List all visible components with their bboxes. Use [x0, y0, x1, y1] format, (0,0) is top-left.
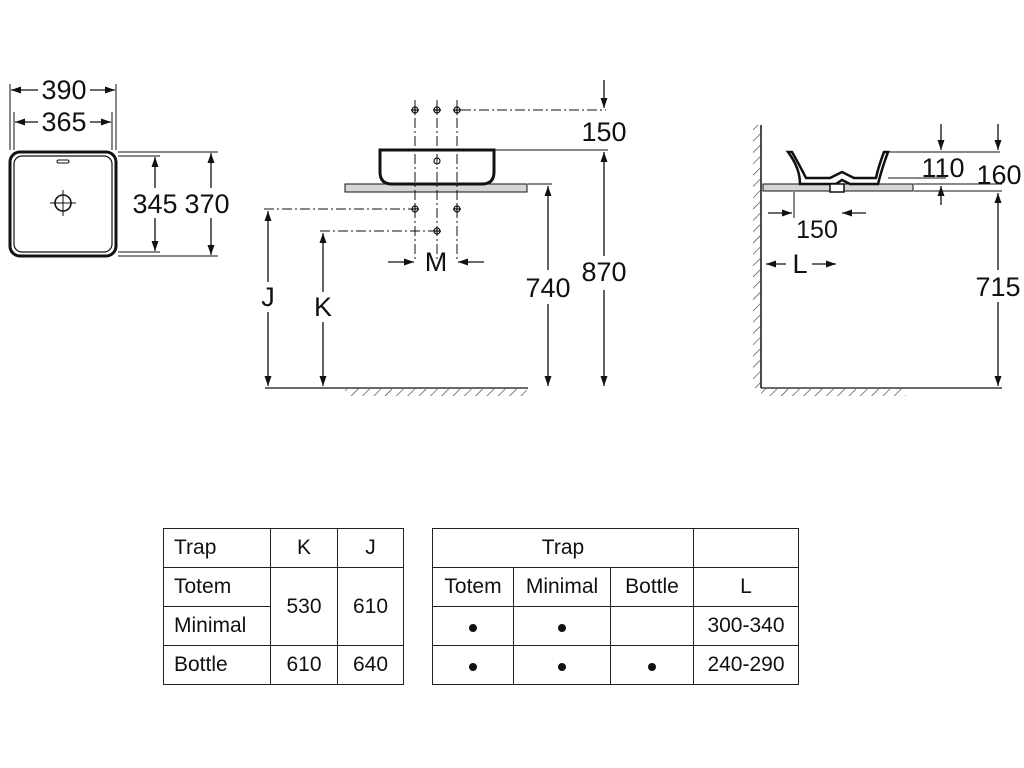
dim-inner-width: 365	[41, 107, 86, 137]
header-trap: Trap	[163, 528, 271, 568]
trap-l-table: Trap Totem Minimal Bottle L 300-340 240-…	[432, 528, 799, 685]
overflow-slot-icon	[56, 159, 70, 164]
dim-label-j: J	[261, 282, 275, 312]
header-empty	[693, 528, 799, 568]
table-row: Totem 530 610	[163, 567, 404, 646]
dim-side-counter-height: 715	[975, 272, 1020, 302]
dim-label-k: K	[314, 292, 332, 322]
dim-counter-height: 740	[525, 273, 570, 303]
dim-label-l: L	[792, 249, 807, 279]
dim-label-m: M	[425, 247, 448, 277]
cell-totem	[432, 645, 514, 685]
l-value: 300-340	[693, 606, 799, 646]
header-k: K	[270, 528, 338, 568]
center-lines	[264, 100, 606, 262]
drain-icon	[50, 190, 76, 216]
front-view: 150 870 740 J K M	[261, 80, 627, 396]
trap-kj-table: Trap K J Totem 530 610 Minimal Bottle 61…	[163, 528, 404, 685]
header-j: J	[337, 528, 404, 568]
dim-inner-depth: 345	[132, 189, 177, 219]
header-l: L	[693, 567, 799, 607]
cell-bottle	[610, 645, 694, 685]
cell-minimal	[513, 645, 611, 685]
dim-drain-offset: 150	[796, 216, 838, 244]
compatible-dot-icon	[648, 663, 656, 671]
table-row: 240-290	[432, 645, 799, 685]
trap-name: Totem	[163, 567, 271, 607]
trap-name: Minimal	[163, 606, 271, 646]
dim-tap-offset: 150	[581, 117, 626, 147]
cell-totem	[432, 606, 514, 646]
table-row: Bottle 610 640	[163, 645, 404, 685]
k-value-merged: 530	[270, 567, 338, 646]
basin-section	[785, 150, 890, 186]
dim-bowl-height: 110	[921, 153, 964, 183]
basin-outline-inner	[13, 155, 113, 253]
table-subheader-row: Totem Minimal Bottle L	[432, 567, 799, 607]
j-value: 640	[337, 645, 404, 685]
cell-bottle	[610, 606, 694, 646]
compatible-dot-icon	[558, 624, 566, 632]
side-view: 110 160 150 L 715	[753, 124, 1022, 396]
k-value: 610	[270, 645, 338, 685]
dim-outer-depth: 370	[184, 189, 229, 219]
dim-tap-height: 160	[976, 160, 1021, 190]
header-totem: Totem	[432, 567, 514, 607]
table-row: 300-340	[432, 606, 799, 646]
compatible-dot-icon	[558, 663, 566, 671]
l-value: 240-290	[693, 645, 799, 685]
wall-hatch	[753, 125, 761, 388]
header-trap-group: Trap	[432, 528, 694, 568]
table-header-row: Trap K J	[163, 528, 404, 568]
drain-section	[829, 183, 845, 193]
top-view: 390 365 345 370	[8, 75, 230, 258]
compatible-dot-icon	[469, 663, 477, 671]
compatible-dot-icon	[469, 624, 477, 632]
table-row: Minimal	[163, 606, 404, 646]
floor-hatch	[345, 389, 527, 396]
dim-height-total: 870	[581, 257, 626, 287]
dim-outer-width: 390	[41, 75, 86, 105]
table-header-row: Trap	[432, 528, 799, 568]
j-value-merged: 610	[337, 567, 404, 646]
header-bottle: Bottle	[610, 567, 694, 607]
side-floor-hatch	[761, 389, 906, 396]
trap-name: Bottle	[163, 645, 271, 685]
header-minimal: Minimal	[513, 567, 611, 607]
basin-outline-outer	[8, 150, 118, 258]
cell-minimal	[513, 606, 611, 646]
